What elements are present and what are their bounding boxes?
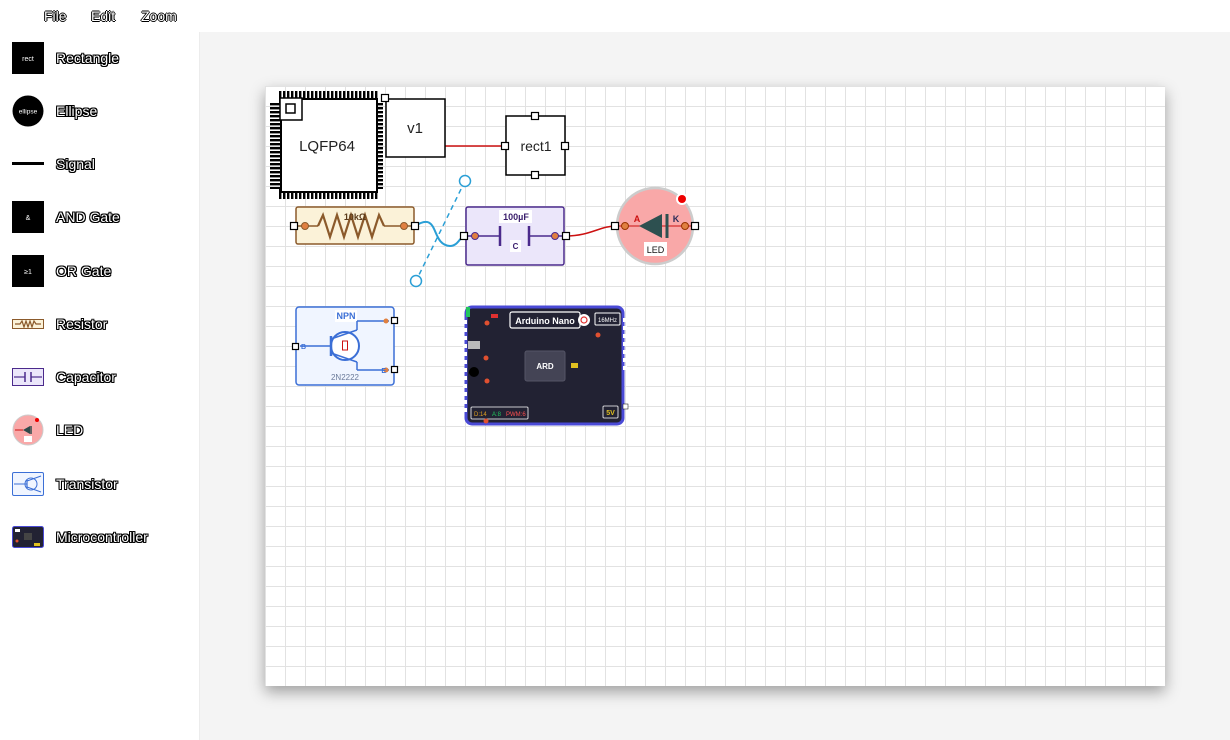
svg-text:rect: rect bbox=[22, 56, 34, 63]
tool-palette: rect Rectangle ellipse Ellipse Signal & … bbox=[0, 32, 200, 740]
tool-label: Resistor bbox=[56, 316, 108, 332]
ic-lqfp64[interactable]: LQFP64 bbox=[270, 91, 383, 199]
led-label: LED bbox=[647, 245, 665, 255]
menu-edit[interactable]: Edit bbox=[91, 8, 116, 24]
resistor-value: 10kΩ bbox=[344, 212, 366, 222]
tool-capacitor[interactable]: Capacitor bbox=[12, 361, 197, 393]
tool-label: Signal bbox=[56, 156, 95, 172]
port-cathode[interactable] bbox=[690, 221, 700, 231]
tool-label: LED bbox=[56, 422, 84, 438]
transistor-type: NPN bbox=[336, 311, 355, 321]
ic-label: LQFP64 bbox=[299, 138, 355, 155]
led-icon bbox=[12, 414, 44, 446]
tool-transistor[interactable]: Transistor bbox=[12, 468, 197, 500]
capacitor-100uf[interactable]: 100µF C bbox=[459, 206, 571, 266]
port-right[interactable] bbox=[560, 141, 570, 151]
tool-label: Microcontroller bbox=[56, 529, 148, 545]
bezier-handle[interactable] bbox=[409, 274, 423, 288]
svg-text:ellipse: ellipse bbox=[19, 109, 38, 116]
transistor-npn[interactable]: NPN B E 2N2222 bbox=[291, 306, 399, 386]
port-right[interactable] bbox=[561, 231, 571, 241]
rectangle-icon: rect bbox=[12, 42, 44, 74]
transistor-emitter-label: E bbox=[381, 368, 386, 375]
tool-or-gate[interactable]: ≥1 OR Gate bbox=[12, 255, 197, 287]
port-base[interactable] bbox=[291, 342, 300, 351]
tool-rectangle[interactable]: rect Rectangle bbox=[12, 42, 197, 74]
arduino-pin-digital: D:14 bbox=[474, 412, 487, 418]
and-gate-icon: & bbox=[12, 201, 44, 233]
tool-and-gate[interactable]: & AND Gate bbox=[12, 201, 197, 233]
tool-ellipse[interactable]: ellipse Ellipse bbox=[12, 95, 197, 127]
tool-microcontroller[interactable]: Microcontroller bbox=[12, 521, 197, 553]
microcontroller-arduino-nano[interactable]: Arduino Nano 16MHz ARD D:14 A:8 PWM:6 5V bbox=[463, 305, 629, 426]
port-emitter[interactable] bbox=[390, 365, 399, 374]
arduino-pin-analog: A:8 bbox=[492, 412, 502, 418]
tool-label: Rectangle bbox=[56, 50, 120, 66]
tool-label: Capacitor bbox=[56, 369, 116, 385]
led-indicator bbox=[678, 195, 686, 203]
tool-label: Transistor bbox=[56, 476, 118, 492]
resize-handle[interactable] bbox=[380, 93, 390, 103]
tool-label: Ellipse bbox=[56, 103, 98, 119]
tool-label: OR Gate bbox=[56, 263, 112, 279]
capacitor-value: 100µF bbox=[503, 212, 529, 222]
port-right[interactable] bbox=[410, 221, 420, 231]
transistor-icon bbox=[12, 472, 44, 496]
or-gate-icon: ≥1 bbox=[12, 255, 44, 287]
drawing-canvas[interactable] bbox=[265, 86, 1165, 686]
port-bottom[interactable] bbox=[530, 170, 540, 180]
svg-text:&: & bbox=[26, 215, 31, 222]
rect-v1[interactable]: v1 bbox=[380, 93, 446, 158]
rect-rect1[interactable]: rect1 bbox=[500, 111, 570, 180]
signal-icon bbox=[12, 162, 44, 165]
capacitor-icon bbox=[12, 368, 44, 386]
arduino-title: Arduino Nano bbox=[515, 316, 575, 326]
resistor-icon bbox=[12, 319, 44, 329]
tool-label: AND Gate bbox=[56, 209, 120, 225]
transistor-marker bbox=[342, 340, 348, 351]
menu-bar: File Edit Zoom bbox=[0, 0, 1230, 32]
arduino-core-label: ARD bbox=[536, 362, 554, 371]
led-anode-label: A bbox=[634, 214, 641, 224]
resistor-10k[interactable]: 10kΩ bbox=[289, 206, 420, 245]
port-left[interactable] bbox=[289, 221, 299, 231]
selection-handles[interactable] bbox=[409, 174, 472, 288]
capacitor-symbol: C bbox=[513, 242, 519, 251]
menu-zoom[interactable]: Zoom bbox=[141, 8, 177, 24]
arduino-pin-pwm: PWM:6 bbox=[506, 412, 526, 418]
port-collector[interactable] bbox=[390, 316, 399, 325]
microcontroller-icon bbox=[12, 526, 44, 548]
port-left[interactable] bbox=[459, 231, 469, 241]
port-top[interactable] bbox=[530, 111, 540, 121]
led-cathode-label: K bbox=[673, 214, 680, 224]
tool-resistor[interactable]: Resistor bbox=[12, 308, 197, 340]
svg-text:≥1: ≥1 bbox=[24, 269, 32, 276]
arduino-clock: 16MHz bbox=[598, 318, 617, 324]
bezier-handle[interactable] bbox=[458, 174, 472, 188]
port-anode[interactable] bbox=[610, 221, 620, 231]
tool-led[interactable]: LED bbox=[12, 414, 197, 446]
ellipse-icon: ellipse bbox=[12, 95, 44, 127]
rect-label: rect1 bbox=[520, 138, 551, 154]
tool-signal[interactable]: Signal bbox=[12, 148, 197, 180]
arduino-voltage: 5V bbox=[606, 410, 615, 417]
wire-capacitor-led[interactable] bbox=[565, 225, 617, 237]
transistor-base-label: B bbox=[301, 344, 306, 351]
menu-file[interactable]: File bbox=[44, 8, 67, 24]
led-component[interactable]: A K LED bbox=[610, 186, 700, 266]
transistor-part: 2N2222 bbox=[331, 373, 360, 382]
port-left[interactable] bbox=[500, 141, 510, 151]
rect-label: v1 bbox=[407, 120, 423, 137]
